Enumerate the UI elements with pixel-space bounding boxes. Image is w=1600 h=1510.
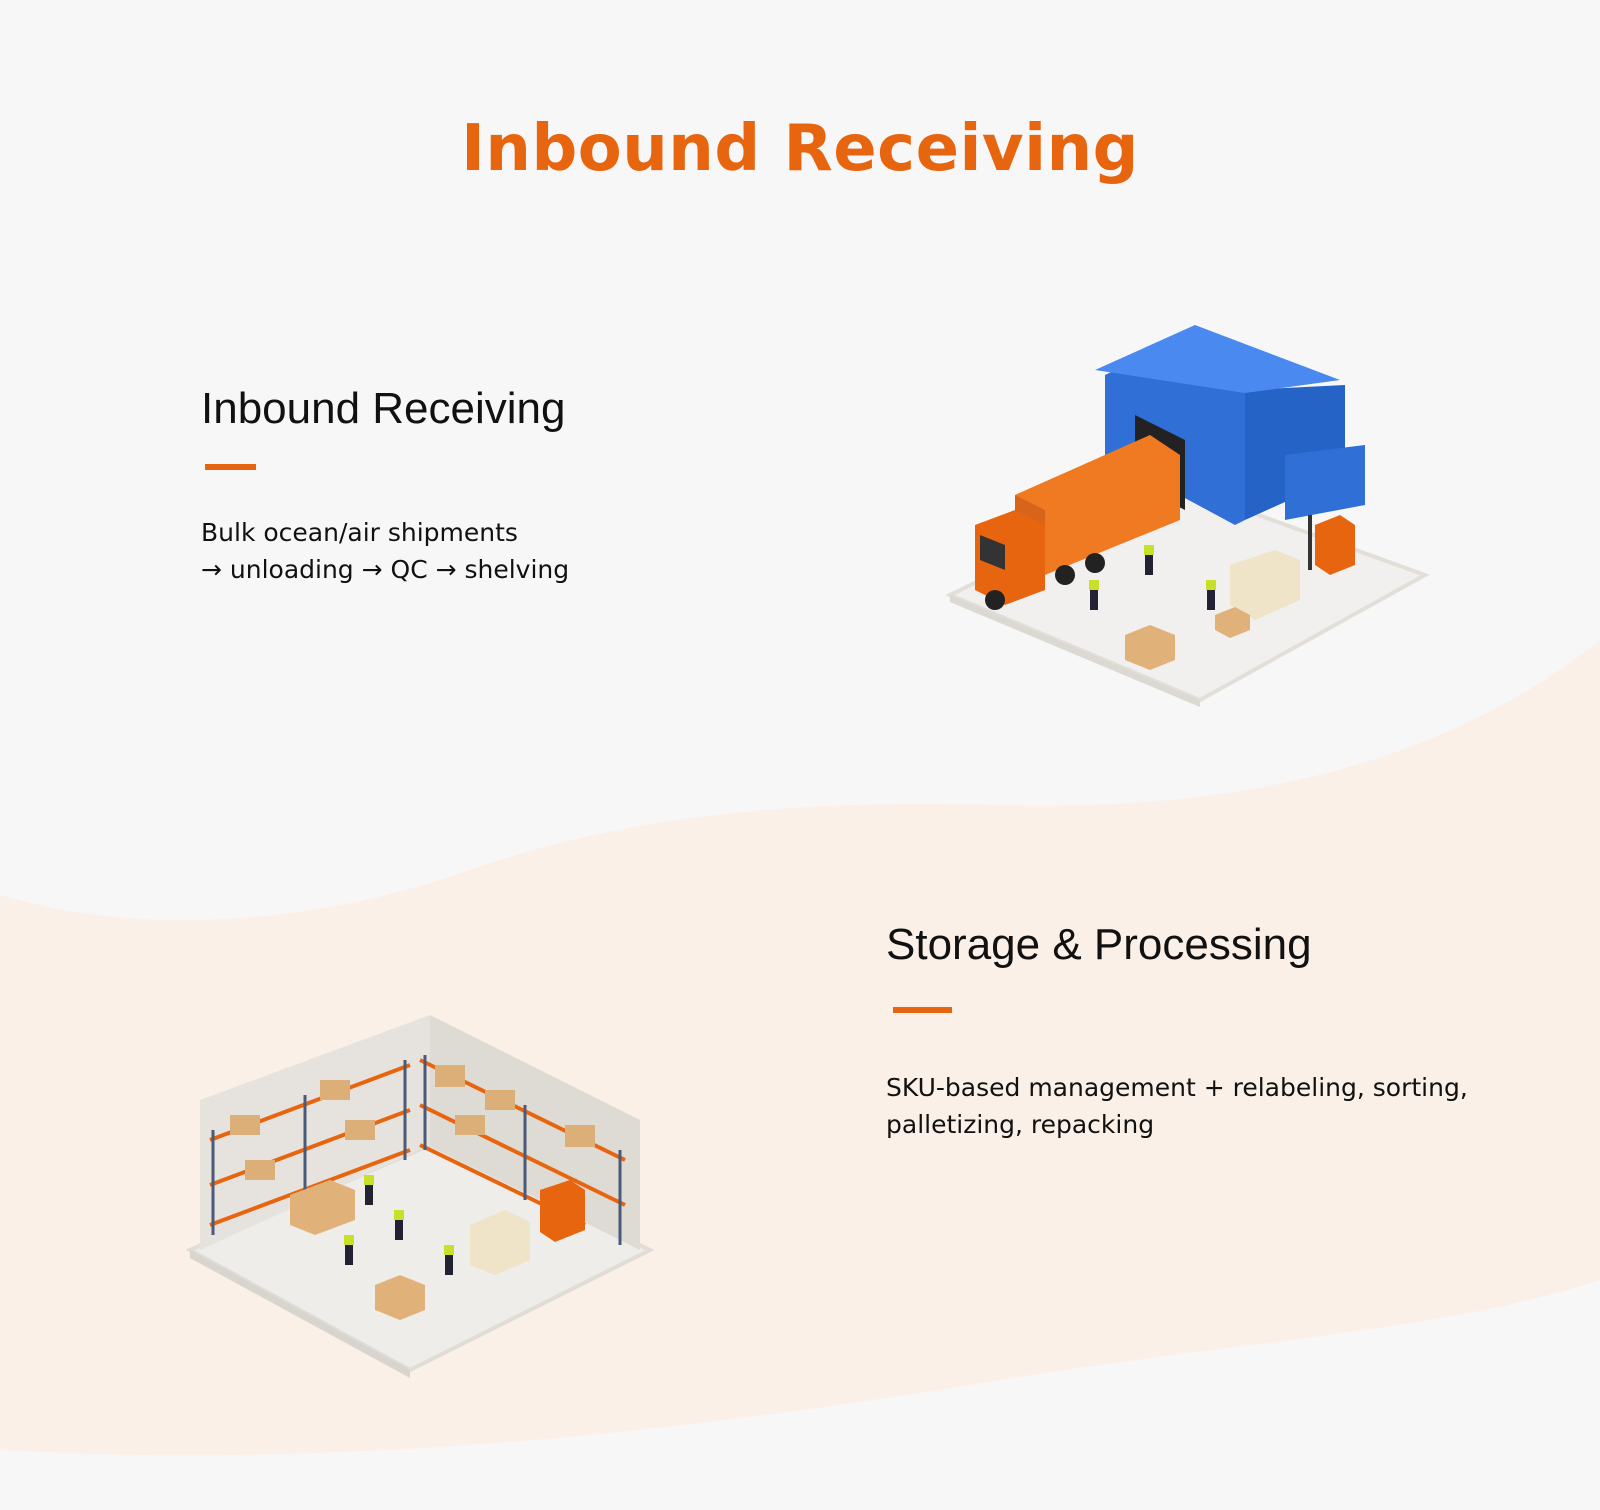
description-line: → unloading → QC → shelving (201, 555, 570, 584)
warehouse-storage-racks-illustration (185, 1015, 655, 1378)
description-line: palletizing, repacking (886, 1110, 1155, 1139)
heading-accent-bar (205, 464, 256, 470)
description-line: SKU-based management + relabeling, sorti… (886, 1073, 1468, 1102)
description-line: Bulk ocean/air shipments (201, 518, 518, 547)
warehouse-truck-unloading-illustration (945, 325, 1430, 707)
section-description-inbound: Bulk ocean/air shipments → unloading → Q… (201, 514, 569, 588)
page-title: Inbound Receiving (461, 112, 1139, 186)
section-description-storage: SKU-based management + relabeling, sorti… (886, 1069, 1468, 1143)
section-heading-inbound: Inbound Receiving (201, 384, 566, 433)
heading-accent-bar (893, 1007, 952, 1013)
section-heading-storage: Storage & Processing (886, 920, 1312, 969)
